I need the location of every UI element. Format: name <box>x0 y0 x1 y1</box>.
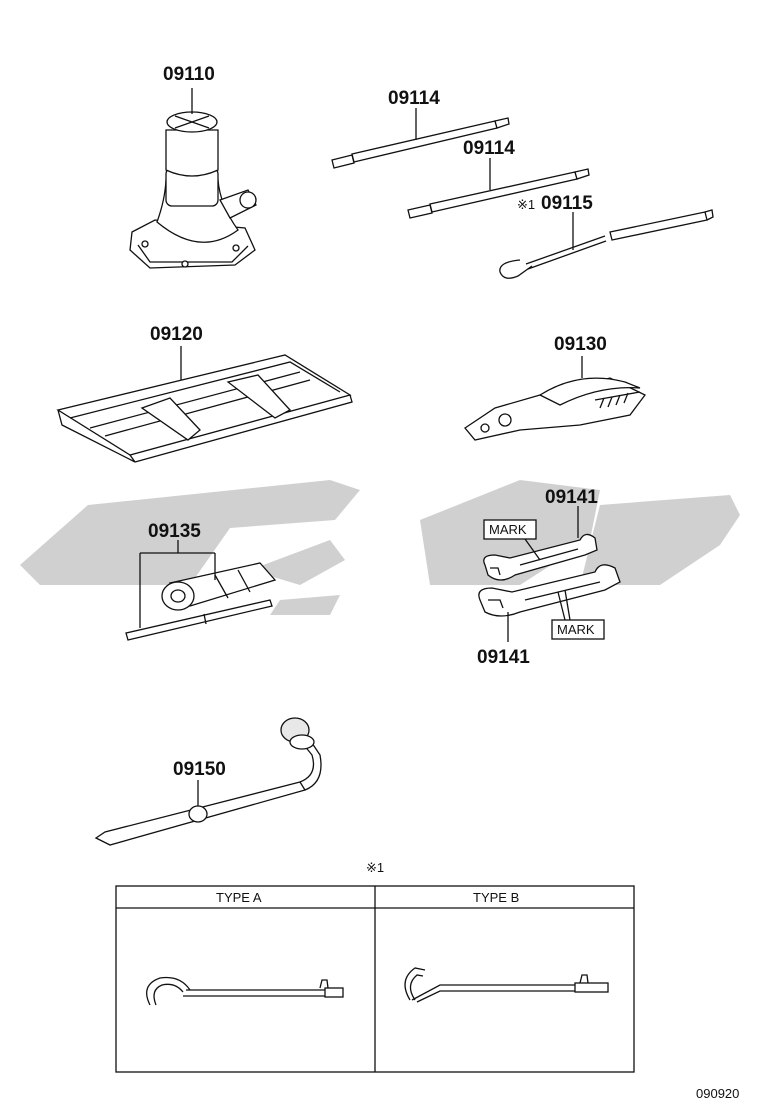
part-label-extension-bar-2[interactable]: 09114 <box>463 138 515 159</box>
mark-callout-bottom <box>551 589 605 640</box>
screwdriver-drawing <box>125 540 277 641</box>
note-table-col-b: TYPE B <box>473 890 519 905</box>
part-label-lug-wrench[interactable]: 09150 <box>173 759 226 780</box>
jack-drawing <box>129 88 257 269</box>
tool-bag-drawing <box>56 346 353 463</box>
mark-label-top: MARK <box>489 522 527 537</box>
watermark-logo <box>20 480 740 615</box>
part-label-tool-bag[interactable]: 09120 <box>150 324 203 345</box>
hook-drawing <box>499 209 714 279</box>
part-label-wrench-bottom[interactable]: 09141 <box>477 647 530 668</box>
note-table-symbol: ※1 <box>366 860 384 875</box>
part-label-screwdriver[interactable]: 09135 <box>148 521 201 542</box>
hook-type-b-drawing <box>404 967 609 1003</box>
hook-note-symbol: ※1 <box>517 197 535 212</box>
extension-bar-2-drawing <box>407 158 590 219</box>
part-label-wrench-top[interactable]: 09141 <box>545 487 598 508</box>
lug-wrench-drawing <box>94 717 322 846</box>
extension-bar-1-drawing <box>331 108 510 169</box>
part-label-pliers[interactable]: 09130 <box>554 334 607 355</box>
hook-type-a-drawing <box>146 976 344 1006</box>
part-label-extension-bar-1[interactable]: 09114 <box>388 88 440 109</box>
figure-reference-number: 090920 <box>696 1086 739 1101</box>
mark-callout-top <box>483 519 541 561</box>
note-table <box>115 885 635 1073</box>
part-label-hook[interactable]: 09115 <box>541 193 593 214</box>
note-table-col-a: TYPE A <box>216 890 262 905</box>
wrench-top-drawing <box>483 506 598 581</box>
part-label-jack[interactable]: 09110 <box>163 64 215 85</box>
pliers-drawing <box>464 356 646 441</box>
mark-label-bottom: MARK <box>557 622 595 637</box>
wrench-bottom-drawing <box>478 564 621 642</box>
